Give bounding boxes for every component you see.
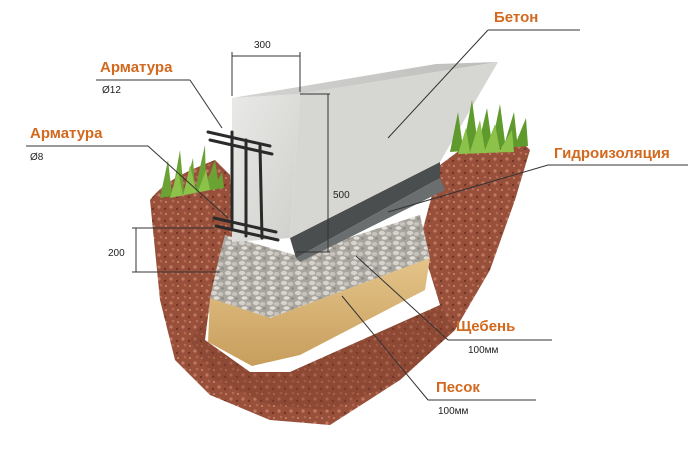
concrete-side [290, 62, 498, 238]
label-sheben: Щебень [456, 318, 515, 335]
dim-200 [132, 227, 220, 273]
label-armatura-12: Арматура [100, 59, 173, 76]
label-beton: Бетон [494, 9, 538, 26]
concrete-top [232, 62, 498, 98]
dim-500-label: 500 [333, 190, 350, 201]
leader-armatura-12 [96, 79, 223, 129]
grass-left [160, 145, 224, 198]
soil-inner-shade [190, 290, 455, 410]
grass-right [450, 100, 528, 154]
label-pesok: Песок [436, 379, 480, 396]
label-pesok-thickness: 100мм [438, 406, 469, 417]
waterproofing-bottom-edge [296, 178, 445, 262]
concrete-front [232, 94, 300, 242]
soil-trench [150, 140, 530, 425]
leader-gidro [387, 164, 688, 213]
sand-layer [208, 258, 430, 366]
label-armatura-12-spec: Ø12 [102, 85, 121, 96]
leader-pesok [341, 295, 536, 401]
rebar-cage [206, 130, 280, 242]
dim-200-label: 200 [108, 248, 125, 259]
label-sheben-thickness: 100мм [468, 345, 499, 356]
label-armatura-8-spec: Ø8 [30, 152, 44, 163]
leader-beton [387, 29, 580, 139]
label-gidroizolyaciya: Гидроизоляция [554, 145, 670, 162]
dim-300 [231, 52, 301, 96]
leader-sheben [355, 255, 552, 341]
dim-300-label: 300 [254, 40, 271, 51]
leader-armatura-8 [26, 145, 229, 219]
label-armatura-8: Арматура [30, 125, 103, 142]
dim-500 [296, 93, 330, 253]
gravel-layer [210, 215, 430, 318]
